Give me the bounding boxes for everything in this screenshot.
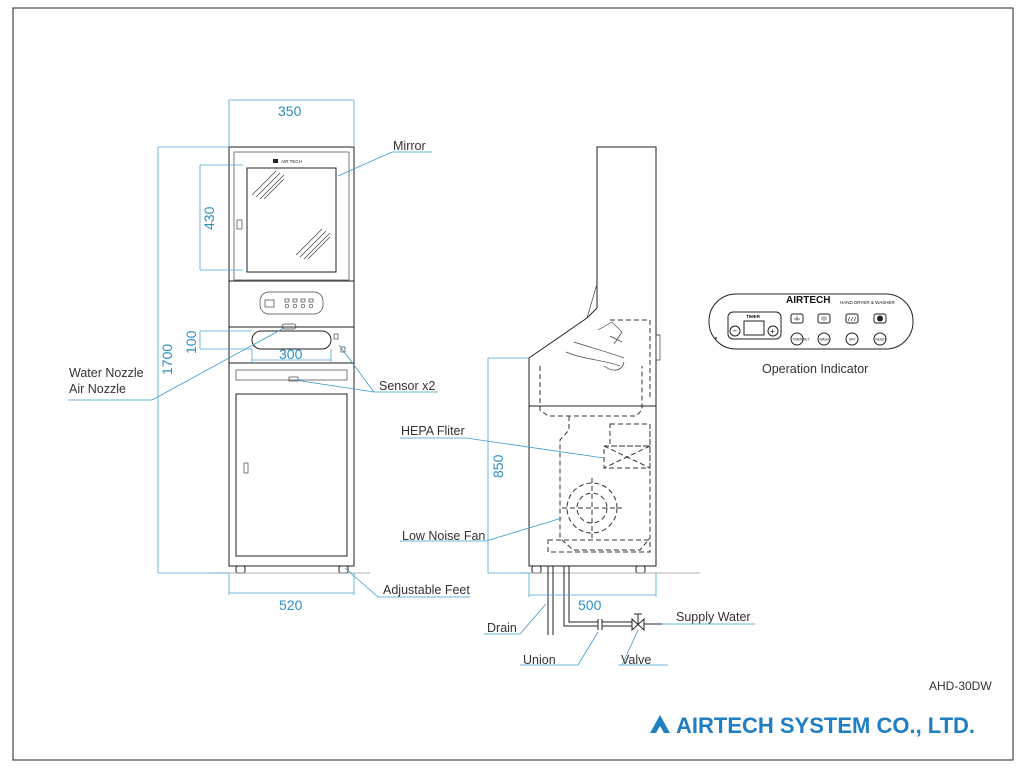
front-view: AIR TECH [215,146,370,574]
label-valve: Valve [621,653,651,667]
front-door [235,393,348,557]
panel-plus-button [767,325,779,337]
label-operation-indicator: Operation Indicator [762,362,868,376]
dim-total-height: 1700 [159,344,175,375]
panel-wash-button [817,332,831,346]
panel-brand: AIRTECH [786,295,830,306]
svg-text:−: − [733,327,738,336]
label-adjustable-feet: Adjustable Feet [383,583,470,597]
side-leaders: HEPA Fliter Low Noise Fan Drain Union Va… [400,424,755,667]
label-union: Union [523,653,556,667]
dim-width-top: 350 [278,103,302,119]
company-logo: AIRTECH SYSTEM CO., LTD. [650,713,975,738]
nozzle [281,323,297,330]
svg-text:+: + [770,327,775,336]
label-air-nozzle: Air Nozzle [69,382,126,396]
front-dimensions: 350 430 1700 100 300 520 [157,99,355,613]
valve-symbol [631,617,645,632]
dim-slot-height: 100 [183,330,199,354]
side-view [520,146,700,635]
panel-timer-label: TIMER [746,314,761,319]
panel-timer-set-button [790,332,804,346]
dim-side-depth: 500 [578,597,602,613]
sheet-border [12,7,1014,761]
svg-text:RESET: RESET [876,338,887,342]
panel-buttons: TIMER SET WASH DRY RESET [790,332,887,346]
front-control-panel [259,291,324,315]
dim-slot-width: 300 [279,346,303,362]
panel-minus-button [729,325,741,337]
panel-dry-button [845,332,859,346]
panel-subtitle: HAND DRYER & WASHER [840,300,896,305]
model-number: AHD-30DW [929,679,992,693]
dim-base-width: 520 [279,597,303,613]
label-water-nozzle: Water Nozzle [69,366,144,380]
mirror-glass [246,167,337,273]
svg-text:DRY: DRY [849,338,857,342]
label-supply-water: Supply Water [676,610,751,624]
device-badge: AIR TECH [281,159,302,164]
panel-timer-display [743,320,765,336]
label-fan: Low Noise Fan [402,529,485,543]
svg-text:TIMER SET: TIMER SET [793,338,810,342]
hand-slot [251,330,332,350]
sensor-front [333,333,339,340]
side-dimensions: 850 500 [487,357,657,613]
operation-panel: AIRTECH HAND DRYER & WASHER TIMER − + TI… [708,293,914,376]
label-hepa: HEPA Fliter [401,424,465,438]
label-sensor: Sensor x2 [379,379,435,393]
logo-mark-icon [650,715,670,733]
label-drain: Drain [487,621,517,635]
label-mirror: Mirror [393,139,426,153]
company-name: AIRTECH SYSTEM CO., LTD. [676,713,975,738]
dim-mirror-height: 430 [201,206,217,230]
svg-text:WASH: WASH [820,338,830,342]
dim-side-height: 850 [490,454,506,478]
panel-reset-button [873,332,887,346]
front-leaders: Mirror Water Nozzle Air Nozzle Sensor x2… [68,139,470,598]
